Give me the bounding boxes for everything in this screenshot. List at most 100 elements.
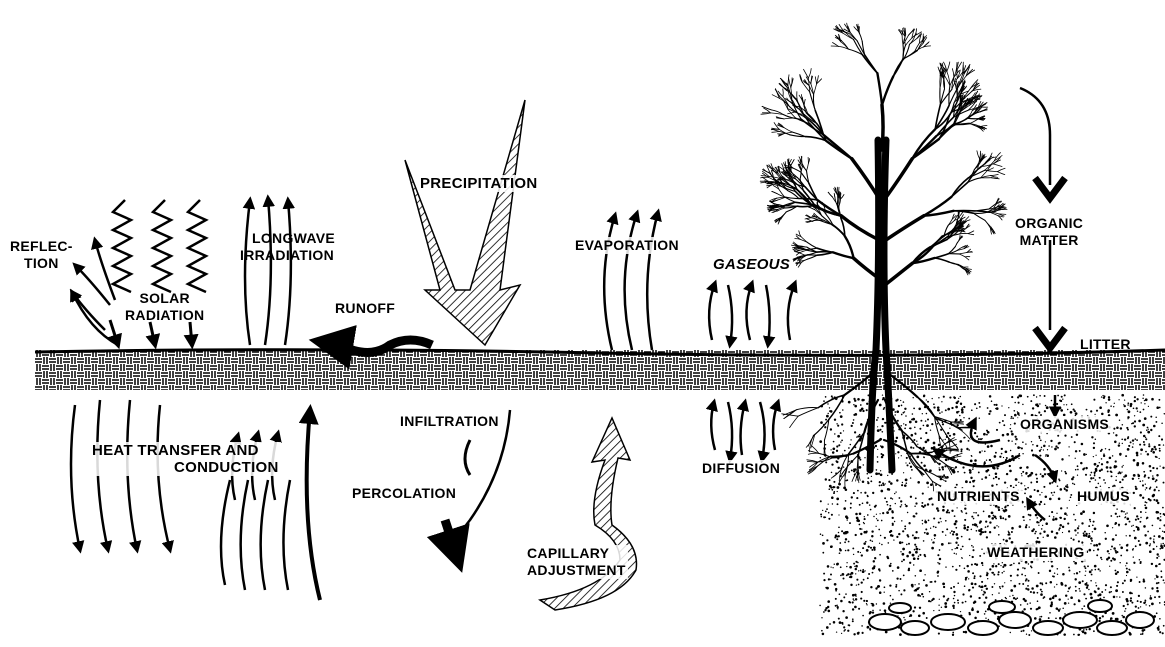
soil-speck (1156, 587, 1158, 589)
soil-speck (1017, 574, 1019, 576)
soil-speck (1125, 608, 1126, 609)
diffusion-arrows (711, 402, 778, 460)
soil-speck (1114, 485, 1116, 487)
soil-speck (972, 469, 974, 471)
soil-speck (988, 413, 990, 415)
soil-speck (846, 562, 847, 563)
soil-speck (1075, 450, 1077, 452)
soil-speck (1108, 396, 1110, 398)
soil-speck (1160, 516, 1161, 517)
soil-speck (999, 456, 1001, 458)
soil-speck (1080, 512, 1083, 515)
soil-speck (910, 466, 912, 468)
soil-speck (1128, 410, 1131, 413)
soil-speck (1106, 461, 1109, 464)
soil-speck (1044, 473, 1046, 475)
soil-speck (892, 517, 894, 519)
soil-speck (1112, 485, 1114, 487)
soil-speck (888, 489, 890, 491)
soil-speck (982, 594, 984, 596)
soil-speck (973, 485, 975, 487)
soil-speck (1001, 572, 1003, 574)
soil-speck (853, 563, 855, 565)
soil-speck (1140, 448, 1143, 451)
soil-speck (1115, 414, 1118, 417)
soil-speck (972, 572, 974, 574)
soil-speck (994, 583, 995, 584)
soil-speck (958, 411, 960, 413)
soil-speck (861, 528, 862, 529)
soil-speck (1017, 569, 1019, 571)
soil-speck (837, 467, 839, 469)
soil-speck (1077, 475, 1078, 476)
soil-speck (995, 452, 997, 454)
gaseous-arrows (709, 283, 795, 345)
tree-branch (999, 214, 1006, 215)
soil-speck (1093, 399, 1095, 401)
soil-speck (1011, 527, 1014, 530)
soil-speck (1033, 504, 1035, 506)
soil-speck (1003, 539, 1005, 541)
soil-speck (1126, 535, 1127, 536)
reflection-label-line1: REFLEC- (10, 238, 73, 255)
soil-speck (860, 423, 863, 426)
soil-speck (968, 578, 969, 579)
soil-speck (828, 512, 830, 514)
soil-speck (1076, 572, 1078, 574)
soil-speck (894, 521, 895, 522)
soil-speck (973, 463, 975, 465)
soil-speck (1034, 533, 1036, 535)
soil-speck (876, 603, 877, 604)
percolation-label: PERCOLATION (350, 485, 458, 502)
soil-speck (858, 632, 860, 634)
soil-speck (1052, 518, 1055, 521)
soil-speck (1094, 473, 1096, 475)
soil-speck (830, 410, 833, 413)
soil-speck (859, 459, 861, 461)
soil-speck (900, 506, 902, 508)
soil-speck (1128, 445, 1130, 447)
soil-speck (837, 503, 839, 505)
soil-speck (1084, 531, 1086, 533)
soil-speck (943, 595, 945, 597)
soil-speck (1068, 530, 1070, 532)
soil-speck (1116, 585, 1118, 587)
soil-speck (1137, 518, 1139, 520)
soil-speck (1005, 509, 1008, 512)
soil-speck (998, 571, 1000, 573)
soil-speck (905, 505, 907, 507)
soil-speck (1126, 575, 1127, 576)
soil-speck (1038, 525, 1039, 526)
soil-speck (845, 480, 847, 482)
gaseous-label: GASEOUS (713, 256, 790, 273)
soil-speck (830, 487, 832, 489)
soil-speck (942, 583, 945, 586)
soil-speck (1108, 398, 1111, 401)
soil-speck (906, 544, 908, 546)
soil-speck (921, 462, 923, 464)
soil-speck (826, 415, 829, 418)
soil-speck (842, 453, 843, 454)
soil-speck (1063, 518, 1065, 520)
soil-speck (989, 568, 991, 570)
soil-speck (889, 531, 891, 533)
soil-speck (1067, 523, 1069, 525)
soil-speck (1066, 486, 1068, 488)
soil-speck (1127, 404, 1129, 406)
soil-speck (1119, 442, 1120, 443)
soil-speck (1103, 597, 1105, 599)
soil-speck (964, 631, 967, 634)
soil-speck (862, 480, 865, 483)
soil-speck (937, 410, 938, 411)
soil-speck (925, 528, 927, 530)
soil-speck (973, 512, 974, 513)
soil-speck (989, 531, 991, 533)
soil-speck (1156, 467, 1158, 469)
soil-speck (928, 486, 929, 487)
soil-speck (933, 403, 935, 405)
soil-speck (831, 472, 833, 474)
soil-speck (1038, 411, 1040, 413)
soil-speck (1138, 607, 1140, 609)
soil-speck (923, 395, 925, 397)
